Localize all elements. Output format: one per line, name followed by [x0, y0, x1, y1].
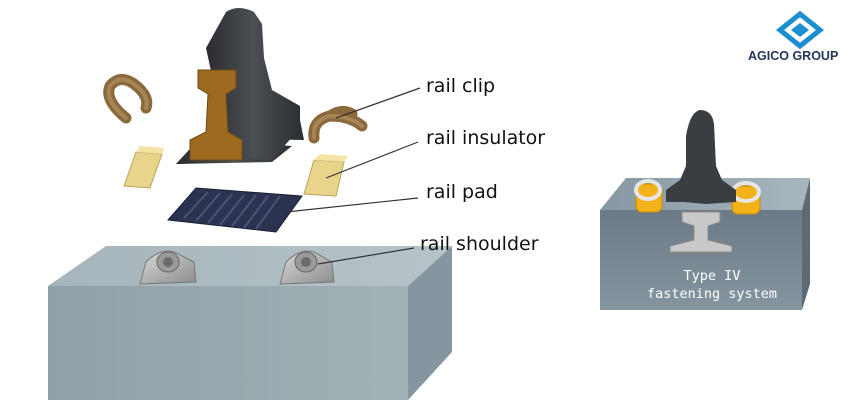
- assembled-clip-left: [636, 181, 662, 212]
- rail-clip-left: [109, 79, 147, 118]
- exploded-fastening-diagram: [0, 0, 600, 400]
- assembled-caption-type: Type IV: [612, 268, 812, 284]
- label-rail-clip: rail clip: [426, 75, 495, 97]
- rail-insulator-right: [304, 154, 348, 196]
- sleeper-front-face: [48, 286, 408, 400]
- label-rail-shoulder: rail shoulder: [420, 233, 539, 255]
- label-rail-insulator: rail insulator: [426, 127, 545, 149]
- concrete-sleeper: [48, 246, 452, 400]
- rail-pad: [168, 188, 302, 232]
- agico-logo-icon: [740, 8, 860, 74]
- assembled-caption-system: fastening system: [612, 286, 812, 302]
- leader-line-pad: [286, 198, 418, 212]
- brand-name: AGICO GROUP: [748, 49, 838, 63]
- label-rail-pad: rail pad: [426, 181, 498, 203]
- assembled-fastening-illustration: [596, 106, 826, 316]
- leader-line-clip: [336, 88, 420, 118]
- rail-clip-right: [314, 111, 362, 138]
- assembled-clip-right: [732, 183, 760, 214]
- rail: [176, 8, 304, 164]
- rail-insulator-left: [124, 146, 164, 188]
